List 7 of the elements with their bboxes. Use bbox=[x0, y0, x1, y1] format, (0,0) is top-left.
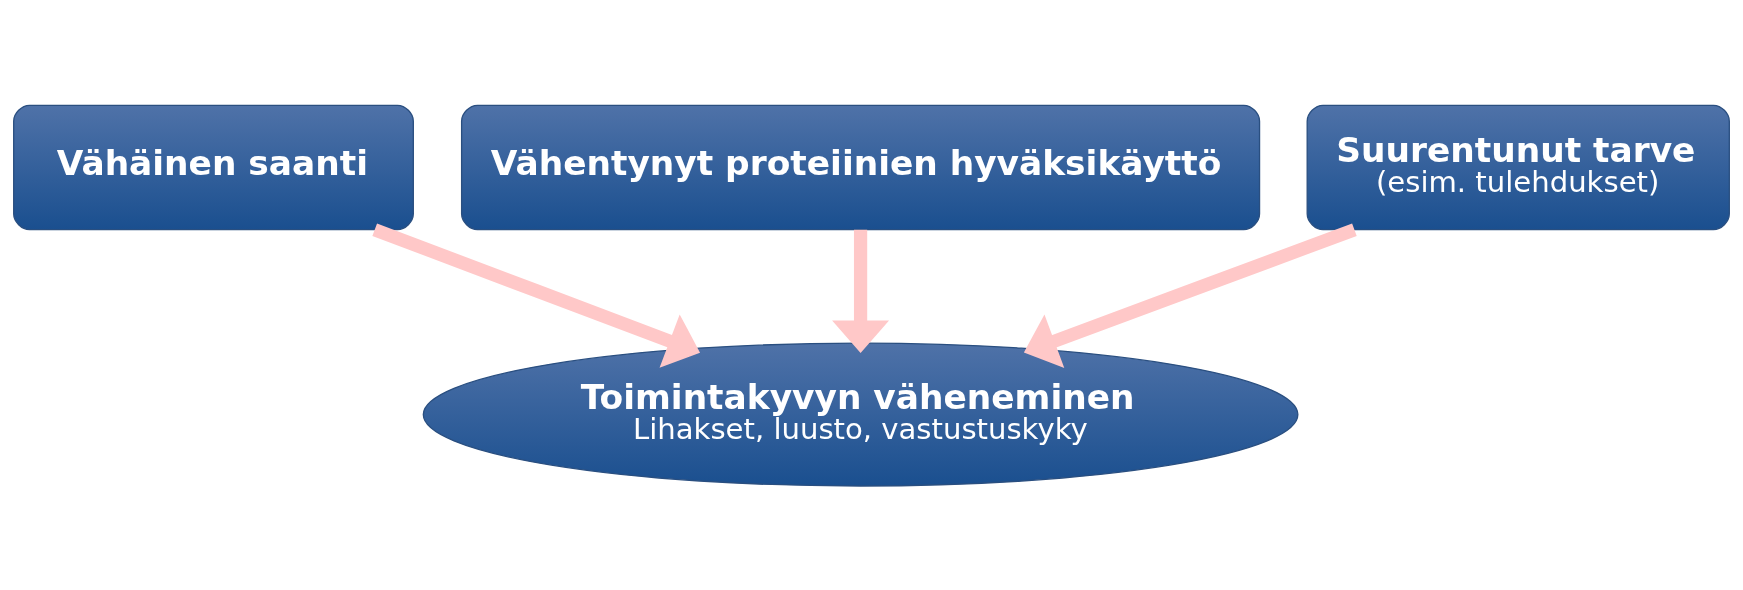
arrow bbox=[372, 223, 701, 368]
arrow bbox=[832, 229, 890, 353]
node-ellipse: Toimintakyvyn väheneminen Lihakset, luusto, vastustuskyky bbox=[422, 342, 1299, 487]
arrow bbox=[1023, 223, 1357, 368]
node-box: Vähäinen saanti bbox=[13, 104, 414, 230]
node-box: Vähentynyt proteiinien hyväksikäyttö bbox=[460, 104, 1261, 230]
node-box: Suurentunut tarve (esim. tulehdukset) bbox=[1306, 104, 1730, 230]
